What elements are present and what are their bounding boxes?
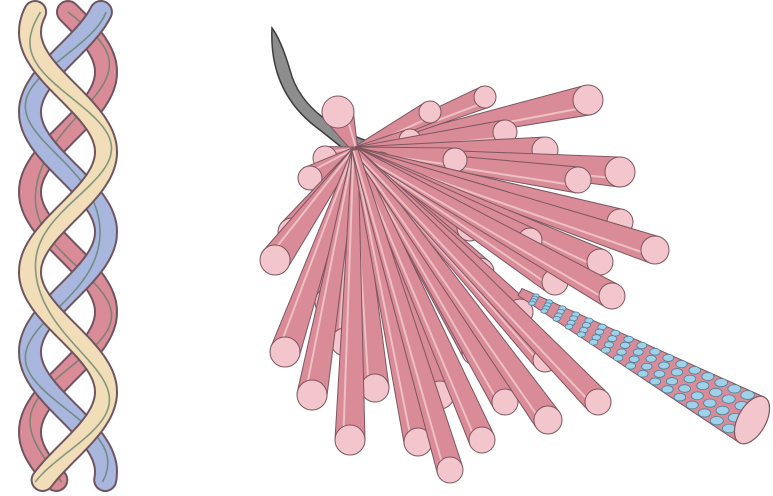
bead xyxy=(611,330,620,336)
bead xyxy=(666,378,677,385)
bead xyxy=(604,342,613,348)
bead xyxy=(728,385,741,393)
bead xyxy=(620,342,630,348)
fibril-end xyxy=(585,389,611,415)
bead xyxy=(684,375,696,383)
bead xyxy=(662,386,673,393)
bead xyxy=(595,329,604,335)
fibril-end xyxy=(297,380,327,410)
fibril-end xyxy=(599,283,625,309)
bead xyxy=(642,363,652,370)
bead xyxy=(608,336,617,342)
bead xyxy=(565,324,573,329)
bead xyxy=(698,409,711,417)
fibril-bundle-panel xyxy=(260,28,773,483)
triple-helix-panel xyxy=(25,12,111,482)
fibril-end xyxy=(270,337,300,367)
fibril-end xyxy=(641,236,669,264)
bead xyxy=(663,354,674,361)
bead xyxy=(715,379,728,387)
bead xyxy=(650,378,661,385)
fibril-end xyxy=(335,425,365,455)
bead xyxy=(689,367,701,375)
bead xyxy=(633,349,643,356)
bead xyxy=(624,336,634,342)
bead xyxy=(553,316,560,321)
bead xyxy=(659,362,670,369)
fibril-end xyxy=(573,85,603,115)
bead xyxy=(613,355,623,361)
bead xyxy=(710,416,723,424)
bead xyxy=(646,355,656,362)
bead xyxy=(626,363,636,370)
fibril-end xyxy=(437,457,463,483)
bead xyxy=(674,393,686,401)
bead xyxy=(617,349,627,355)
fibril-end xyxy=(260,245,290,275)
bead xyxy=(722,424,736,433)
bead xyxy=(709,388,722,396)
bead xyxy=(716,406,729,414)
bead xyxy=(589,339,598,345)
fibril-end xyxy=(534,406,562,434)
bead xyxy=(691,392,703,400)
bead xyxy=(629,356,639,363)
fibril-end xyxy=(474,86,496,108)
bead xyxy=(654,370,665,377)
bead xyxy=(541,309,548,314)
bead xyxy=(577,332,585,337)
bead xyxy=(702,373,714,381)
bead xyxy=(671,369,682,376)
fibril-end xyxy=(565,167,591,193)
bead xyxy=(676,360,687,367)
bead xyxy=(686,401,698,409)
bead xyxy=(722,395,735,403)
bead xyxy=(601,347,610,353)
bead xyxy=(638,370,648,377)
fibril-end xyxy=(361,374,389,402)
fibril-end xyxy=(469,427,495,453)
bead xyxy=(704,399,717,407)
bead xyxy=(697,382,709,390)
fibril-end xyxy=(605,157,635,187)
bead xyxy=(679,385,691,393)
bead xyxy=(637,342,647,349)
bead xyxy=(650,348,660,355)
bead xyxy=(529,301,535,305)
fibril-rods xyxy=(260,85,669,483)
bead xyxy=(741,391,755,400)
fibril-end xyxy=(419,101,441,123)
fibril-end xyxy=(322,96,354,128)
